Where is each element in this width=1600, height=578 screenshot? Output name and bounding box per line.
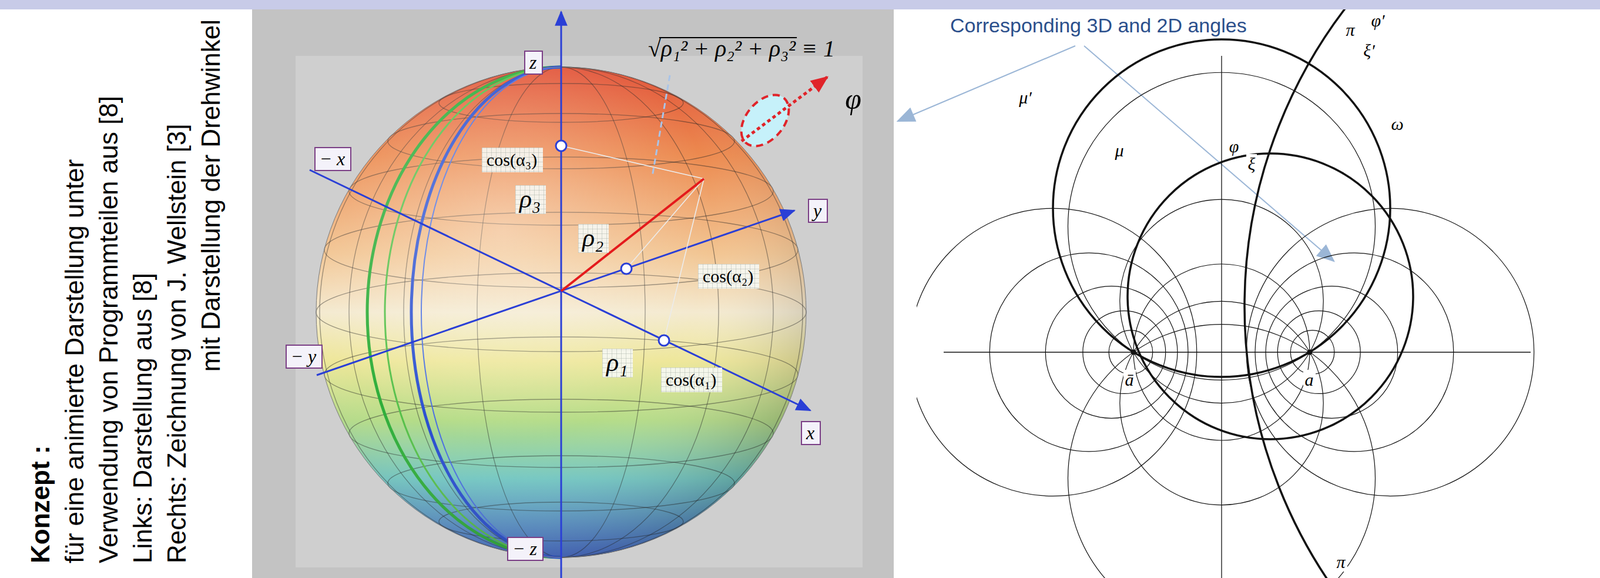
rotation-axis-arrow — [741, 76, 828, 142]
axis-label: z — [524, 50, 543, 75]
angle-label: ξ — [1246, 153, 1258, 174]
unit-vector — [561, 178, 704, 291]
norm-formula: √ρ₁² + ρ₂² + ρ₃² ≡ 1 — [645, 29, 838, 65]
rotation-ring — [731, 85, 798, 156]
annotation-text: Corresponding 3D and 2D angles — [948, 14, 1249, 38]
concept-heading: Konzept : — [23, 19, 58, 563]
node-text: x — [806, 421, 816, 444]
axis-label: y — [807, 198, 828, 223]
gray-panel — [252, 0, 894, 578]
concept-note: mit Darstellung der Drehwinkel — [193, 19, 228, 563]
concept-note: Links: Darstellung aus [8] — [125, 19, 160, 563]
projection-line — [561, 145, 704, 179]
cosine-dot — [621, 263, 632, 274]
bipolar-drawing — [916, 9, 1600, 578]
thick-circle — [1127, 153, 1414, 439]
projection-lines — [561, 145, 704, 341]
node-text: − z — [512, 537, 539, 560]
node-text: ρ₂ — [582, 223, 605, 253]
point-label: a — [1303, 369, 1316, 389]
angle-label: ω — [1389, 113, 1405, 134]
node-text: ρ₃ — [519, 185, 542, 214]
axis-label: x — [800, 420, 821, 445]
cosine-label: cos(α₁) — [661, 367, 723, 392]
cosine-label: cos(α₃) — [481, 147, 543, 173]
node-text: y — [813, 199, 823, 222]
node-text: cos(α₁) — [665, 368, 718, 391]
node-text: cos(α₃) — [486, 148, 539, 171]
rotated-note-block: Konzept :für eine animierte Darstellung … — [23, 19, 228, 563]
node-text: − y — [290, 345, 318, 368]
angle-label: ξ′ — [1361, 40, 1377, 60]
component-label: ρ₁ — [602, 348, 633, 378]
node-text: z — [529, 51, 538, 74]
pointer-arrow — [897, 45, 1076, 122]
x-axis — [309, 169, 811, 411]
node-text: cos(α₂) — [702, 265, 755, 288]
vertical-axis — [1221, 55, 1222, 578]
top-bar — [0, 0, 1600, 10]
cosine-dot — [658, 334, 670, 346]
rotation-angle: φ — [843, 82, 864, 116]
component-label: ρ₃ — [515, 185, 546, 214]
horizontal-axis — [943, 351, 1531, 352]
thick-curve — [1244, 9, 1600, 578]
pointer-arrow — [1084, 45, 1334, 261]
cosine-dot — [555, 140, 567, 152]
angle-label: φ — [1227, 136, 1241, 156]
y-axis — [316, 210, 795, 375]
axis-label: − y — [285, 344, 323, 369]
inner-panel — [295, 55, 863, 568]
z-axis — [560, 11, 563, 578]
component-label: ρ₂ — [578, 223, 609, 253]
axis-label: − z — [507, 536, 544, 561]
projection-line — [626, 178, 704, 269]
cosine-dots — [555, 140, 670, 346]
projection-line — [663, 178, 704, 341]
concept-note: Verwendung von Programmteilen aus [8] — [91, 19, 126, 563]
cosine-label: cos(α₂) — [698, 263, 760, 289]
circle-label: μ′ — [1017, 87, 1034, 107]
angle-label: φ′ — [1369, 10, 1387, 30]
node-text: ρ₁ — [606, 348, 629, 377]
thick-circle — [1052, 39, 1391, 377]
axes — [309, 11, 811, 578]
node-text: − x — [319, 148, 347, 170]
focus-point — [1131, 349, 1137, 355]
axis-label: − x — [314, 146, 352, 171]
focus-point — [1307, 349, 1313, 355]
curve-label: π — [1334, 551, 1347, 572]
point-label: ā — [1123, 369, 1136, 389]
concept-note: für eine animierte Darstellung unter — [57, 19, 92, 563]
concept-note: Rechts: Zeichnung von J. Wellstein [3] — [159, 19, 194, 563]
circle-label: μ — [1112, 140, 1126, 160]
leader-line — [652, 75, 670, 177]
curve-label: π — [1343, 19, 1357, 40]
